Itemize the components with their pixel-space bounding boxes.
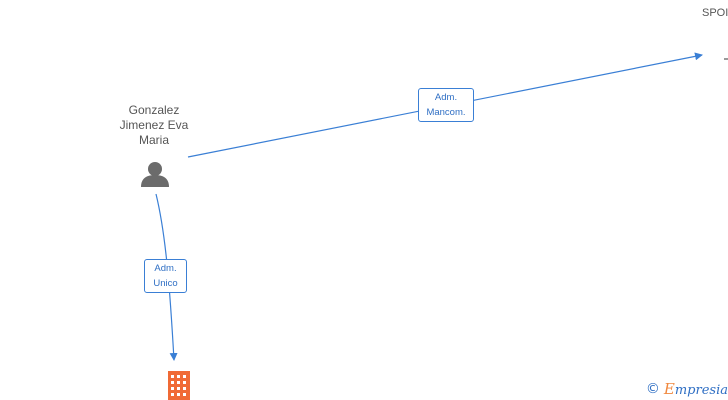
person-name-line: Jimenez Eva (119, 118, 189, 132)
copyright-symbol: © (645, 381, 660, 397)
building-icon[interactable] (168, 371, 190, 400)
brand-rest: mpresia (674, 383, 728, 398)
edge-label-line: Adm. (434, 92, 458, 103)
edge-label-line: Unico (153, 278, 178, 289)
topright-company-label: SPOI (702, 7, 728, 19)
person-icon[interactable] (141, 162, 169, 187)
person-name-label: Gonzalez Jimenez Eva Maria (110, 103, 198, 148)
brand-initial: E (663, 380, 675, 398)
empresia-logo: © Empresia (646, 380, 728, 398)
edge-label-unico[interactable]: Adm. Unico (144, 259, 187, 293)
person-name-line: Gonzalez (128, 103, 180, 117)
edge-label-mancom[interactable]: Adm. Mancom. (418, 88, 474, 122)
edge-label-line: Mancom. (426, 107, 466, 118)
partial-node-icon (724, 58, 728, 60)
person-name-line: Maria (138, 133, 169, 147)
edge-label-line: Adm. (154, 263, 177, 274)
